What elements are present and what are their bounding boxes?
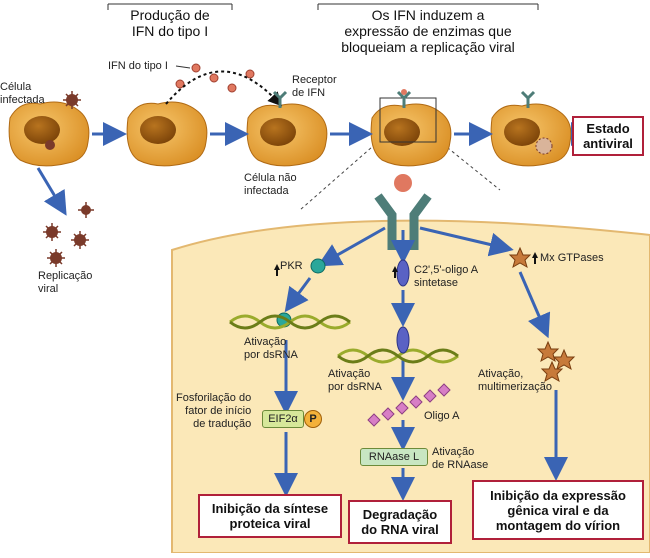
- header-ifn-production: Produção de IFN do tipo I: [130, 7, 210, 39]
- label-uninfected-cell: Célula não infectada: [244, 172, 297, 197]
- label-oligo-a: Oligo A: [424, 410, 460, 422]
- pkr-molecule: [310, 258, 326, 274]
- receptor-icon: [272, 90, 536, 108]
- label-oas: C2',5'-oligo A sintetase: [414, 264, 479, 289]
- ifn-molecule-icon: [175, 63, 255, 93]
- antiviral-state-box: Estado antiviral: [572, 116, 644, 156]
- antiviral-cell: [490, 103, 572, 167]
- dsrna-icon: [229, 314, 459, 364]
- oligo-a-chain: [367, 383, 451, 427]
- eif2a-pill: EIF2α: [262, 410, 304, 428]
- flow-arrows: [36, 122, 595, 216]
- label-ifn-receptor: Receptor de IFN: [292, 74, 337, 99]
- label-mx: Mx GTPases: [540, 252, 604, 264]
- label-rnase-activation: Ativação de RNAase: [432, 446, 489, 471]
- label-viral-replication: Replicação viral: [38, 270, 93, 295]
- label-pkr-activation: Ativação por dsRNA: [244, 336, 298, 361]
- header-ifn-induce: Os IFN induzem a expressão de enzimas qu…: [341, 7, 515, 55]
- label-mx-activation: Ativação, multimerização: [478, 368, 552, 393]
- result-protein-synthesis: Inibição da síntese proteica viral: [198, 494, 342, 538]
- star-icon: [508, 246, 576, 383]
- oas-enzyme: [396, 259, 410, 287]
- label-ifn-type1: IFN do tipo I: [108, 60, 168, 72]
- label-phosphorylation: Fosforilação do fator de início de tradu…: [176, 392, 252, 430]
- result-viral-gene-expression: Inibição da expressão gênica viral e da …: [472, 480, 644, 540]
- label-infected-cell: Célula infectada: [0, 81, 45, 106]
- pathway-arrows: [274, 226, 568, 501]
- infected-cell: [8, 101, 90, 167]
- result-rna-degradation: Degradação do RNA viral: [348, 500, 452, 544]
- phosphate-icon: P: [304, 410, 322, 428]
- producing-cell: [126, 101, 208, 167]
- uninfected-cell: [246, 103, 328, 167]
- label-oas-activation: Ativação por dsRNA: [328, 368, 382, 393]
- signaling-cell: [370, 97, 452, 167]
- label-pkr: PKR: [280, 260, 303, 272]
- receptor-large: [374, 174, 432, 250]
- rnase-l-pill: RNAase L: [360, 448, 428, 466]
